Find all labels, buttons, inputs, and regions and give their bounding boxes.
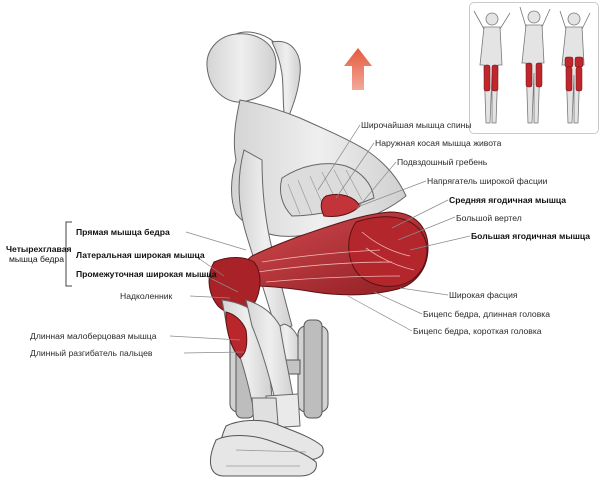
label-rectus-femoris: Прямая мышца бедра — [76, 227, 170, 237]
label-vastus-lateralis: Латеральная широкая мышца — [76, 250, 205, 260]
label-quadriceps-line1: Четырехглавая — [6, 244, 72, 254]
label-greater-trochanter: Большой вертел — [456, 213, 522, 223]
label-quadriceps-group: Четырехглавая мышца бедра — [6, 244, 72, 264]
glute-thigh-muscles — [208, 193, 429, 314]
quadriceps-bracket — [65, 221, 72, 287]
label-biceps-femoris-long: Бицепс бедра, длинная головка — [423, 309, 551, 319]
label-patella: Надколенник — [120, 291, 173, 301]
label-fascia-lata: Широкая фасция — [449, 290, 518, 300]
up-arrow-icon — [344, 48, 372, 90]
muscle-map-figures — [473, 6, 591, 124]
label-biceps-femoris-short: Бицепс бедра, короткая головка — [413, 326, 542, 336]
label-vastus-intermedius: Промежуточная широкая мышца — [76, 269, 217, 279]
label-gluteus-medius: Средняя ягодичная мышца — [449, 195, 567, 205]
shoes — [209, 419, 324, 477]
label-gluteus-maximus: Большая ягодичная мышца — [471, 231, 591, 241]
label-quadriceps-line2: мышца бедра — [8, 254, 64, 264]
label-tensor-fasciae-latae: Напрягатель широкой фасции — [427, 176, 548, 186]
label-peroneus-longus: Длинная малоберцовая мышца — [30, 331, 157, 341]
label-extensor-digitorum: Длинный разгибатель пальцев — [30, 348, 153, 358]
leader-lines — [169, 124, 471, 354]
label-external-oblique: Наружная косая мышца живота — [375, 138, 502, 148]
label-iliac-crest: Подвздошный гребень — [397, 157, 488, 167]
muscle-map-inset — [469, 2, 599, 134]
label-latissimus: Широчайшая мышца спины — [361, 120, 472, 130]
lower-legs — [221, 299, 301, 429]
